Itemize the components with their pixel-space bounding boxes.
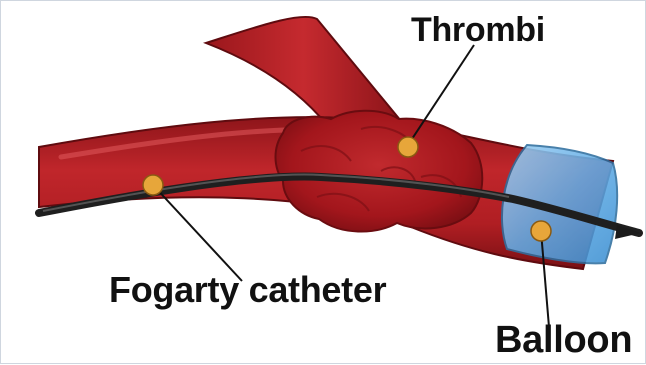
- fogarty-catheter-label: Fogarty catheter: [109, 269, 386, 311]
- branch-vessel: [206, 17, 401, 125]
- thrombi-marker: [398, 137, 418, 157]
- balloon-label: Balloon: [495, 319, 632, 362]
- balloon-marker: [531, 221, 551, 241]
- catheter-marker: [143, 175, 163, 195]
- thrombi-label: Thrombi: [411, 11, 545, 50]
- catheter-leader: [153, 185, 242, 281]
- thrombus-mass: [276, 111, 483, 232]
